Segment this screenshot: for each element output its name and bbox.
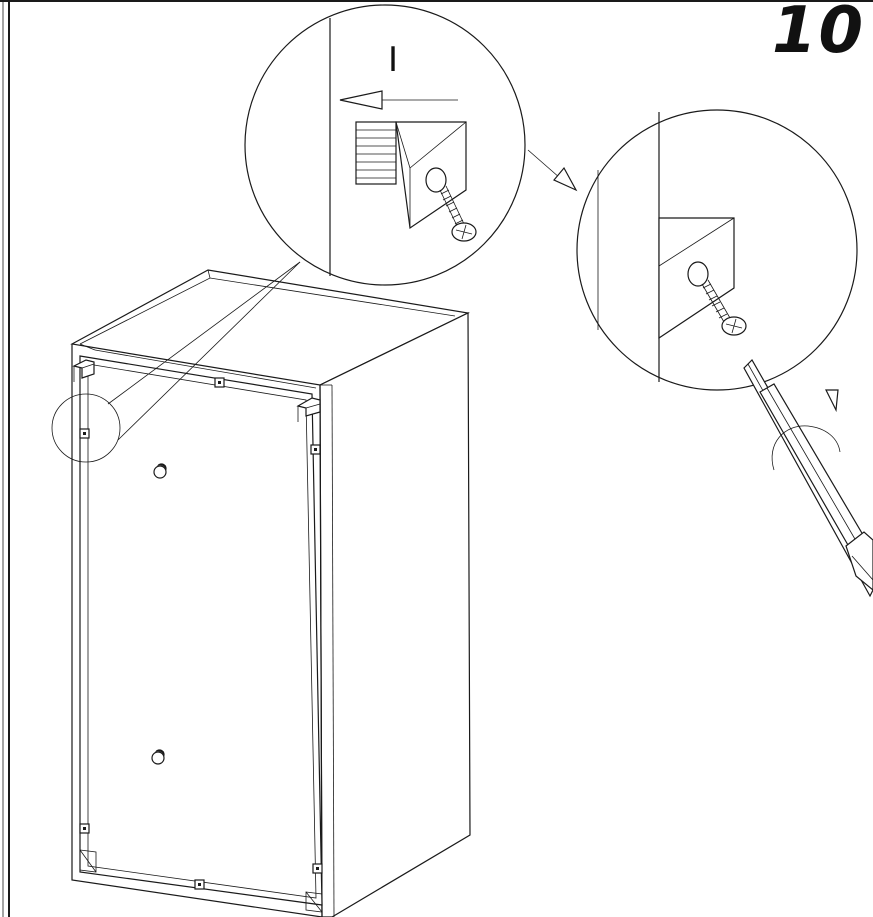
fitting <box>310 444 321 455</box>
screw-icon <box>687 261 747 336</box>
fitting <box>79 823 90 834</box>
wall-mount-hole <box>151 749 165 765</box>
fitting <box>214 377 225 388</box>
cabinet-side-panel <box>319 312 471 917</box>
arrow-left-icon <box>339 90 458 110</box>
detail-callout-label: I <box>388 40 399 80</box>
fitting <box>194 879 205 890</box>
step-number: 10 <box>771 0 865 68</box>
fitting <box>312 863 323 874</box>
detail-view-insert-screw <box>244 4 526 286</box>
detail-view-tighten-screw <box>576 109 858 391</box>
screw-icon <box>425 167 477 242</box>
rotate-clockwise-icon <box>771 389 841 471</box>
detail-marker <box>51 261 301 463</box>
arrow-right-down-icon <box>527 149 578 192</box>
corner-bracket-right <box>296 397 321 422</box>
cabinet-back-panel <box>79 355 323 906</box>
cabinet-back-frame <box>71 344 323 917</box>
corner-bracket-left <box>72 359 95 382</box>
cabinet <box>70 269 471 917</box>
fitting <box>79 428 90 439</box>
screwdriver-icon <box>743 359 873 598</box>
wall-mount-hole <box>153 463 167 479</box>
